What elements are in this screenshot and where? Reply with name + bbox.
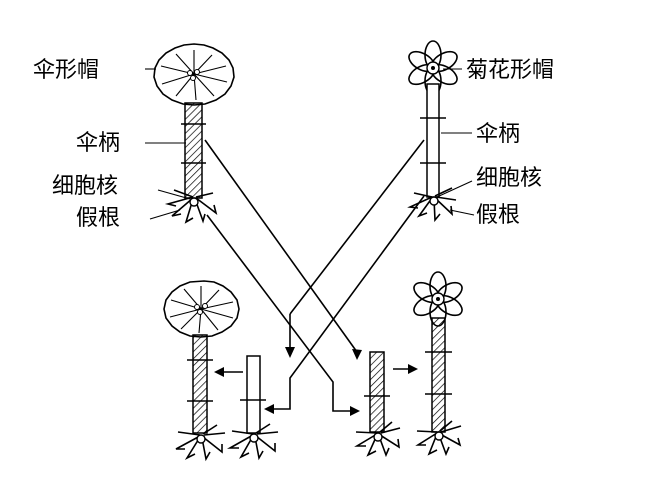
label-chrysanthemum-cap: 菊花形帽 xyxy=(466,58,554,83)
label-stalk-left: 伞柄 xyxy=(76,131,120,156)
label-rhizoid-right: 假根 xyxy=(476,203,520,228)
arrow-left-regeneration xyxy=(214,367,243,377)
chrysanthemum-nucleus xyxy=(429,196,439,206)
graft-left xyxy=(226,355,279,461)
chrysanthemum-stalk-regenerated xyxy=(431,317,446,433)
arrow-umbrella-rhizoid-to-right xyxy=(206,214,360,416)
umbrella-nucleus xyxy=(189,197,199,207)
transfer-arrows xyxy=(204,139,425,416)
umbrella-cap xyxy=(153,43,235,106)
label-rhizoid-left: 假根 xyxy=(76,206,120,231)
umbrella-rhizoid xyxy=(164,189,218,224)
graft-right xyxy=(354,351,401,458)
label-umbrella-cap: 伞形帽 xyxy=(33,58,99,83)
chrysanthemum-cap-regenerated xyxy=(413,271,463,327)
arrow-umbrella-stalk-to-right xyxy=(204,139,362,360)
chrysanthemum-alga-top xyxy=(407,40,458,223)
arrow-chrysanthemum-rhizoid-to-left xyxy=(264,195,425,414)
umbrella-stalk xyxy=(184,102,203,199)
chrysanthemum-alga-regenerated xyxy=(413,271,463,457)
arrow-chrysanthemum-stalk-to-left xyxy=(285,139,425,358)
umbrella-alga-regenerated xyxy=(163,280,240,462)
leader-lines xyxy=(145,68,475,220)
label-nucleus-left: 细胞核 xyxy=(52,174,118,199)
label-nucleus-right: 细胞核 xyxy=(476,166,542,191)
umbrella-alga-top xyxy=(153,43,235,224)
chrysanthemum-stalk xyxy=(426,83,440,198)
umbrella-stalk-regenerated xyxy=(192,334,208,434)
umbrella-cap-regenerated xyxy=(163,280,240,338)
arrow-right-regeneration xyxy=(393,364,418,374)
label-stalk-right: 伞柄 xyxy=(476,122,520,147)
